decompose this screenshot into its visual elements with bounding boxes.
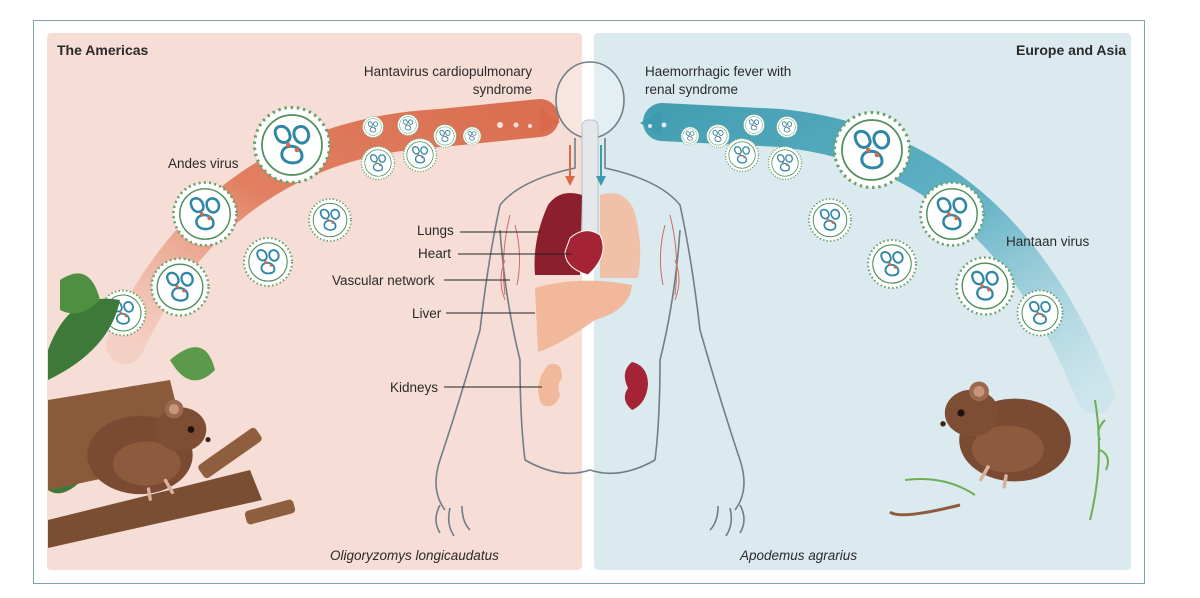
host-species-americas: Oligoryzomys longicaudatus xyxy=(330,548,499,563)
virus-label-andes: Andes virus xyxy=(168,156,239,171)
foliage-europe-asia xyxy=(904,399,1109,521)
airflow-arrows xyxy=(565,145,606,186)
virus-particles-europe-asia xyxy=(648,110,1064,337)
organ-label-heart: Heart xyxy=(418,246,452,261)
organ-label-vascular-network: Vascular network xyxy=(332,273,435,288)
virus-particles-americas xyxy=(99,105,532,337)
virus-label-hantaan: Hantaan virus xyxy=(1006,234,1090,249)
figure-frame xyxy=(33,20,1145,584)
syndrome-europe-asia-line2: renal syndrome xyxy=(645,82,739,97)
kidney-right-organ xyxy=(624,362,648,410)
organ-label-liver: Liver xyxy=(412,306,442,321)
syndrome-europe-asia-line1: Haemorrhagic fever with xyxy=(645,64,792,79)
syndrome-americas-line2: syndrome xyxy=(472,82,532,97)
organ-label-kidneys: Kidneys xyxy=(390,380,439,395)
region-title-americas: The Americas xyxy=(57,42,149,58)
syndrome-americas-line1: Hantavirus cardiopulmonary xyxy=(363,64,532,79)
kidney-left-organ xyxy=(538,363,562,407)
region-title-europe-asia: Europe and Asia xyxy=(1016,42,1126,58)
host-species-europe-asia: Apodemus agrarius xyxy=(740,548,858,563)
heart-organ xyxy=(564,230,604,276)
liver-organ xyxy=(535,280,632,352)
vascular-network xyxy=(500,214,680,301)
organ-leader-lines xyxy=(444,231,572,388)
rodent-icon-apodemus xyxy=(889,379,1073,517)
organ-label-lungs: Lungs xyxy=(417,223,454,238)
